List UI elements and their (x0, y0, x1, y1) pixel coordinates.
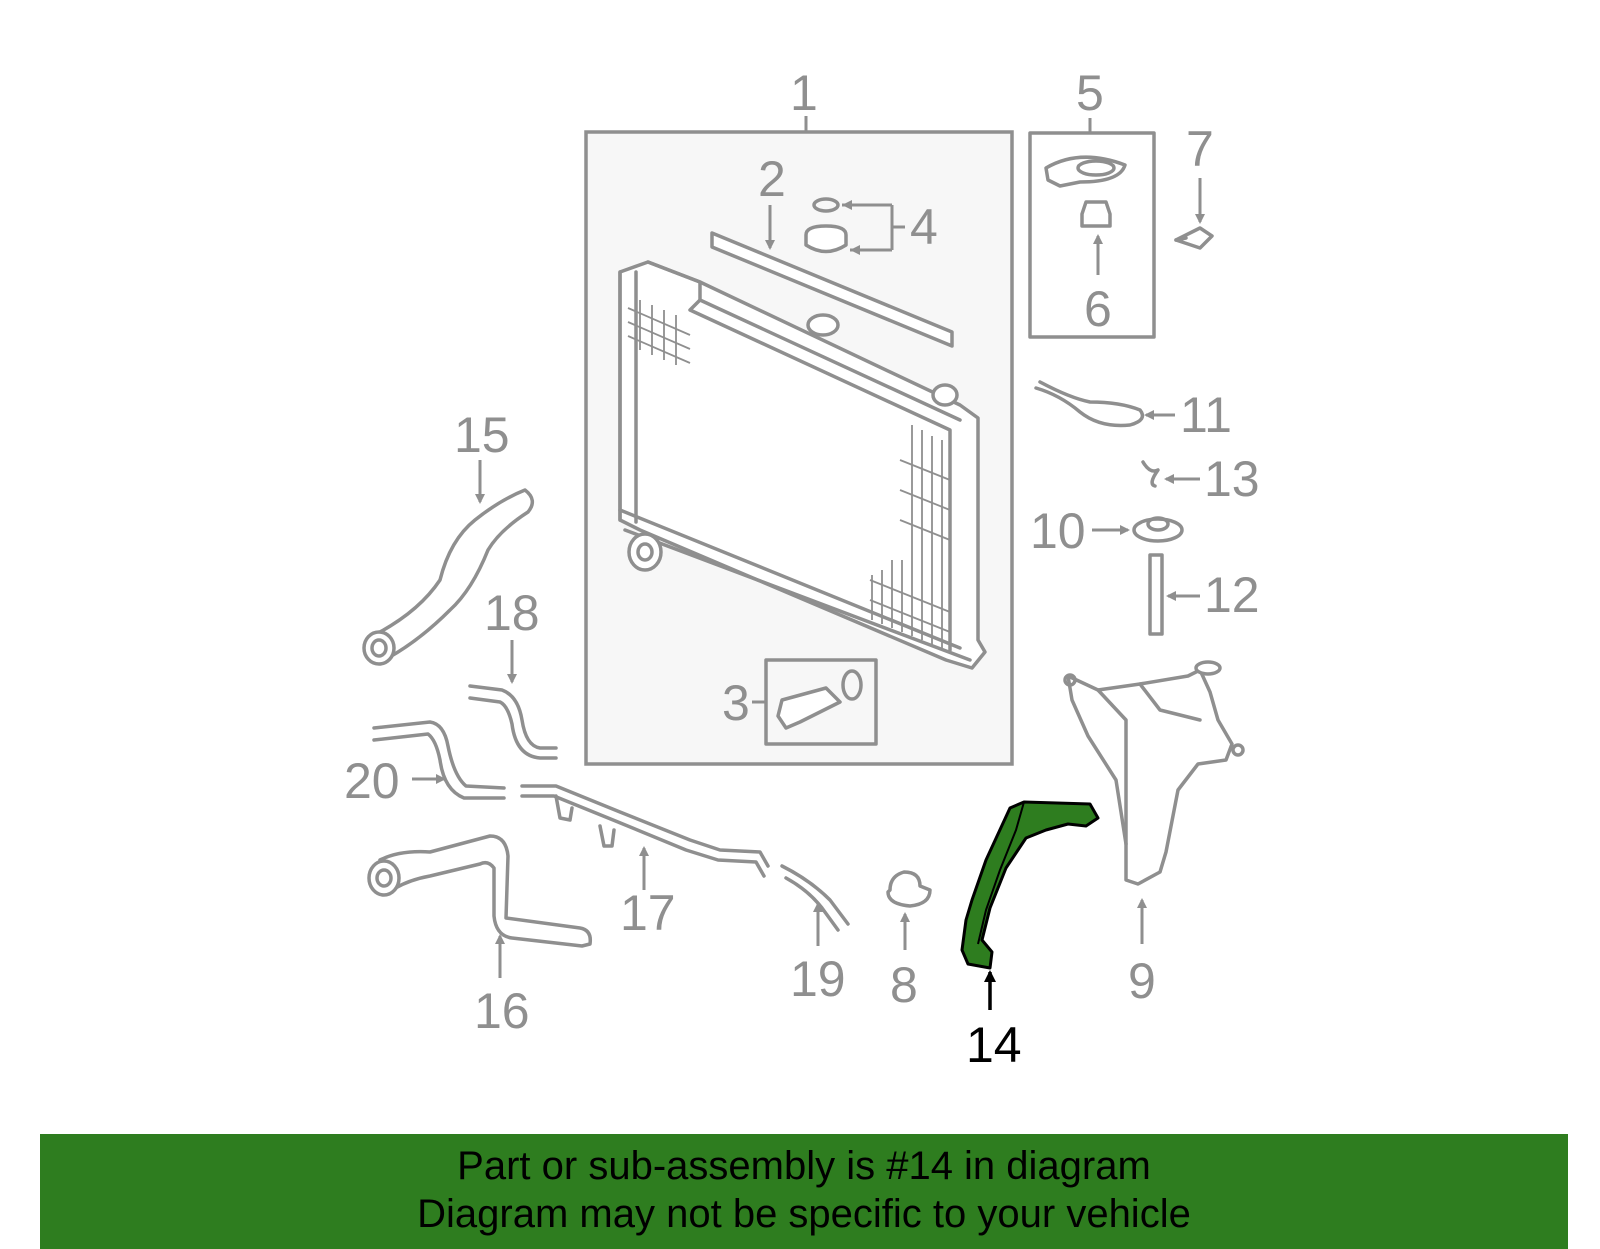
callout-14: 14 (966, 1017, 1022, 1073)
callout-11: 11 (1180, 387, 1232, 443)
part-14-highlighted (960, 800, 1100, 1010)
callout-15: 15 (454, 407, 510, 463)
water-pipe-17-part (520, 784, 770, 890)
mount-rubber-part (886, 870, 932, 950)
reservoir-cap-box (1028, 118, 1156, 339)
callout-3: 3 (722, 675, 750, 731)
callout-8: 8 (890, 957, 918, 1013)
callout-9: 9 (1128, 953, 1156, 1009)
info-banner: Part or sub-assembly is #14 in diagram D… (40, 1134, 1568, 1249)
banner-line-2: Diagram may not be specific to your vehi… (417, 1192, 1191, 1236)
callout-4: 4 (910, 199, 938, 255)
reservoir-tank-part (1063, 660, 1245, 944)
callout-13: 13 (1204, 451, 1260, 507)
overflow-hose-part (1034, 380, 1175, 428)
lower-hose-part (367, 834, 593, 978)
banner-line-1: Part or sub-assembly is #14 in diagram (457, 1144, 1151, 1188)
callout-17: 17 (620, 885, 676, 941)
callout-1: 1 (790, 65, 818, 121)
callout-16: 16 (474, 983, 530, 1039)
callout-18: 18 (484, 585, 540, 641)
grommet-part (1092, 516, 1184, 543)
callout-6: 6 (1084, 281, 1112, 337)
callout-20: 20 (344, 753, 400, 809)
small-hose-19-part (780, 864, 850, 946)
sensor-subassembly (752, 658, 878, 746)
callout-5: 5 (1076, 65, 1104, 121)
tube-part (1148, 553, 1200, 636)
hose-20-part (372, 720, 506, 800)
callout-19: 19 (790, 951, 846, 1007)
callout-12: 12 (1204, 567, 1260, 623)
small-hose-18-part (468, 640, 558, 760)
bolt-part (1174, 178, 1214, 250)
callout-10: 10 (1030, 503, 1086, 559)
hose-clip-part (1141, 460, 1200, 488)
upper-seal-part (710, 205, 954, 348)
upper-hose-part (362, 460, 535, 666)
callout-7: 7 (1186, 121, 1214, 177)
radiator-part (618, 260, 987, 670)
callout-2: 2 (758, 151, 786, 207)
radiator-cap-part (804, 197, 905, 255)
